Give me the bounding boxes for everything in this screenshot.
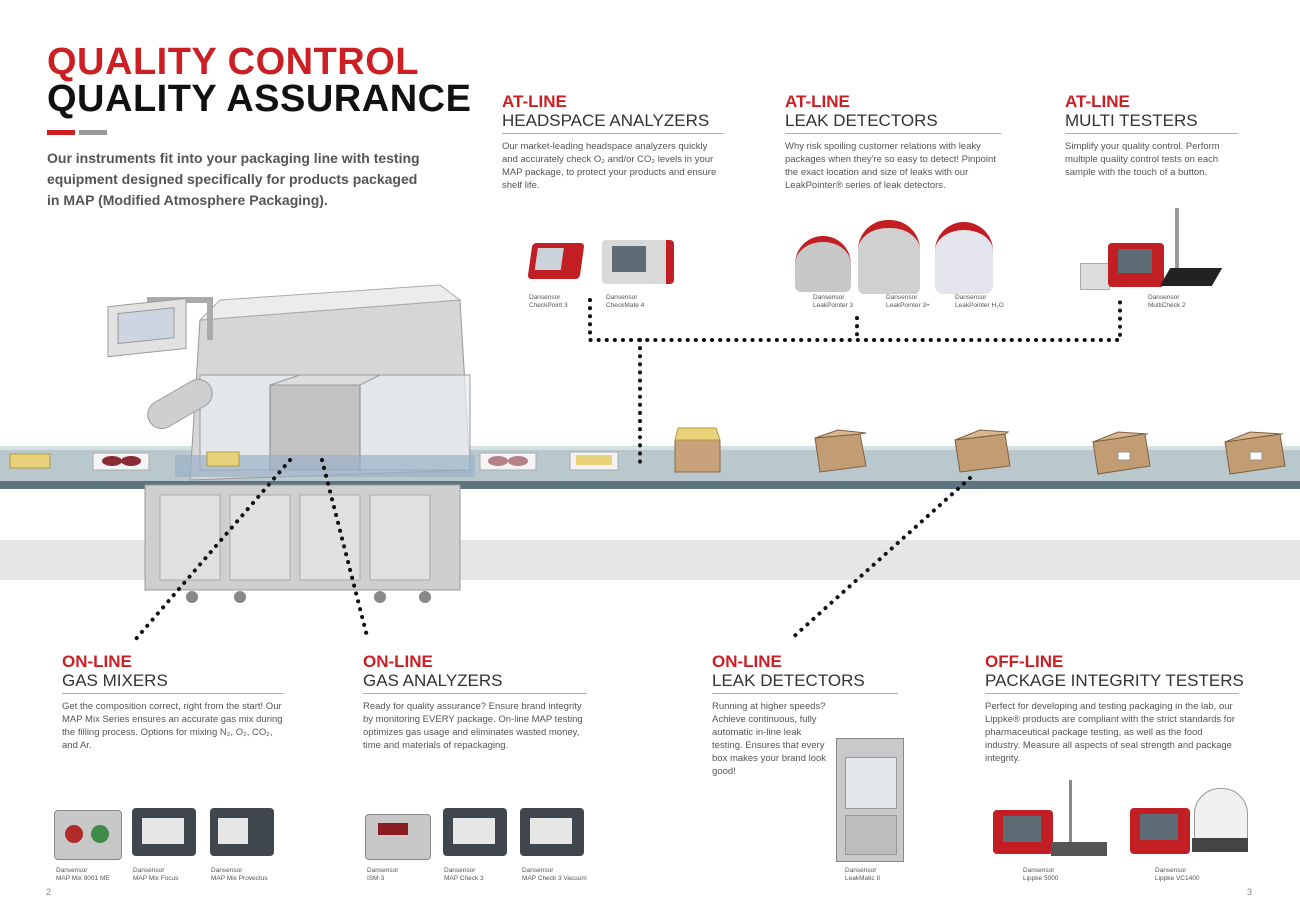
- leakpointer-3-device: [795, 236, 851, 292]
- section-description: Get the composition correct, right from …: [62, 701, 283, 751]
- section-rule: [62, 693, 284, 694]
- multicheck-2-device: [1080, 208, 1223, 293]
- checkmate-4-device: [602, 240, 674, 284]
- section-type-label: ON-LINE: [62, 652, 132, 671]
- section-type-label: OFF-LINE: [985, 652, 1064, 671]
- section-description: Perfect for developing and testing packa…: [985, 701, 1235, 764]
- section-type-label: AT-LINE: [1065, 92, 1130, 111]
- box-1: [814, 429, 867, 473]
- map-check-3-vacuum-device: [520, 808, 584, 856]
- section-title: MULTI TESTERS: [1065, 111, 1198, 130]
- map-mix-focus-device: [132, 808, 196, 856]
- box-4: [1224, 431, 1286, 475]
- section-title: LEAK DETECTORS: [712, 671, 865, 690]
- checkpoint-3-device: [527, 243, 585, 279]
- lippke-vc1400-device: [1130, 778, 1250, 860]
- section-description: Ready for quality assurance? Ensure bran…: [363, 701, 583, 751]
- section-leak-detectors-at-line: AT-LINE LEAK DETECTORS Why risk spoiling…: [785, 92, 1001, 192]
- section-package-integrity-testers: OFF-LINE PACKAGE INTEGRITY TESTERS Perfe…: [985, 652, 1244, 765]
- section-type-label: AT-LINE: [785, 92, 850, 111]
- map-mix-9001-me-device: [54, 810, 122, 860]
- section-rule: [1065, 133, 1238, 134]
- section-rule: [502, 133, 724, 134]
- section-title: GAS MIXERS: [62, 671, 168, 690]
- title-quality-control: QUALITY CONTROL: [47, 41, 420, 83]
- title-quality-assurance: QUALITY ASSURANCE: [47, 78, 472, 120]
- conveyor-edge: [0, 481, 1300, 489]
- box-2: [954, 429, 1011, 473]
- lippke-5000-device: [993, 780, 1113, 860]
- map-check-3-device: [443, 808, 507, 856]
- section-title: LEAK DETECTORS: [785, 111, 938, 130]
- section-description: Why risk spoiling customer relations wit…: [785, 141, 996, 191]
- section-description: Simplify your quality control. Perform m…: [1065, 141, 1220, 178]
- section-gas-analyzers: ON-LINE GAS ANALYZERS Ready for quality …: [363, 652, 587, 752]
- ism-3-device: [365, 814, 431, 860]
- section-title: PACKAGE INTEGRITY TESTERS: [985, 671, 1244, 690]
- title-accent-bar-red: [47, 130, 75, 135]
- section-description: Running at higher speeds? Achieve contin…: [712, 701, 827, 777]
- section-rule: [363, 693, 587, 694]
- section-type-label: ON-LINE: [712, 652, 782, 671]
- dotted-connectors: [133, 298, 1122, 642]
- section-type-label: ON-LINE: [363, 652, 433, 671]
- food-tray: [9, 453, 51, 469]
- section-rule: [712, 693, 898, 694]
- page-number-right: 3: [1247, 887, 1253, 897]
- section-headspace-analyzers: AT-LINE HEADSPACE ANALYZERS Our market-l…: [502, 92, 724, 192]
- map-mix-provectus-device: [210, 808, 274, 856]
- open-box: [674, 427, 721, 473]
- page-number-left: 2: [46, 887, 52, 897]
- section-gas-mixers: ON-LINE GAS MIXERS Get the composition c…: [62, 652, 284, 752]
- section-rule: [785, 133, 1001, 134]
- section-title: GAS ANALYZERS: [363, 671, 503, 690]
- section-description: Our market-leading headspace analyzers q…: [502, 141, 717, 191]
- section-type-label: AT-LINE: [502, 92, 567, 111]
- section-title: HEADSPACE ANALYZERS: [502, 111, 710, 130]
- box-3: [1092, 431, 1151, 475]
- section-rule: [985, 693, 1239, 694]
- leakpointer-h2o-device: [935, 222, 993, 294]
- leakpointer-3plus-device: [858, 220, 920, 294]
- title-accent-bar-grey: [79, 130, 107, 135]
- leakmatic-ii-device: [836, 738, 904, 862]
- section-leak-detectors-on-line: ON-LINE LEAK DETECTORS Running at higher…: [712, 652, 898, 778]
- intro-text: Our instruments fit into your packaging …: [47, 150, 420, 208]
- packaging-machine: [107, 284, 475, 603]
- section-multi-testers: AT-LINE MULTI TESTERS Simplify your qual…: [1065, 92, 1238, 179]
